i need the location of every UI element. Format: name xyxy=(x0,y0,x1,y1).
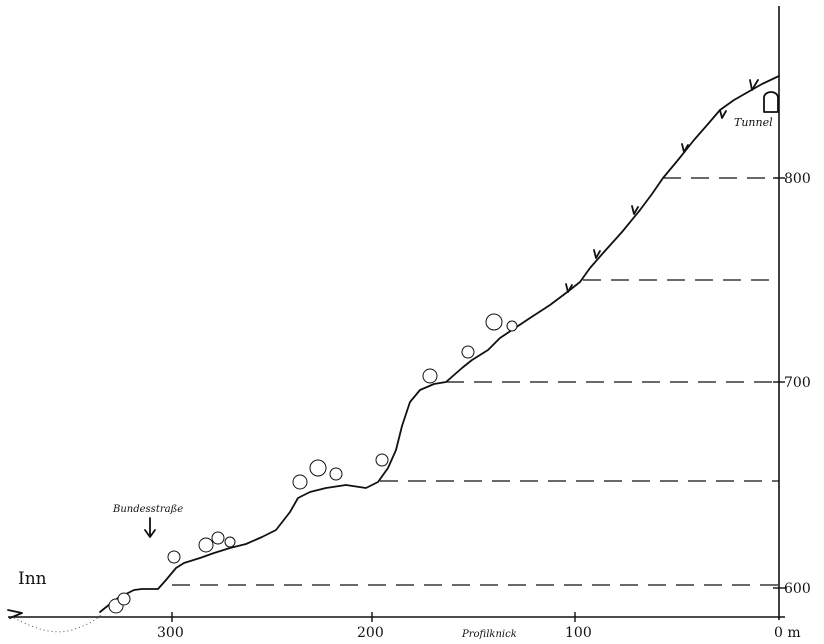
shrub-icon xyxy=(485,313,503,331)
tree-icon xyxy=(681,143,689,153)
shrub-icon xyxy=(461,345,475,359)
distance-tick-label: 200 xyxy=(357,625,384,641)
elevation-tick-label: 700 xyxy=(784,375,811,391)
distance-tick-label: 300 xyxy=(157,625,184,641)
tree-icon xyxy=(565,283,573,293)
tree-icon xyxy=(749,79,759,91)
vegetation-group xyxy=(108,79,759,614)
elevation-tick-label: 800 xyxy=(784,171,811,187)
road-label: Bundesstraße xyxy=(112,504,183,515)
elevation-tick-label: 600 xyxy=(784,581,811,597)
shrub-icon xyxy=(329,467,343,481)
shrub-icon xyxy=(224,536,236,548)
shrub-icon xyxy=(375,453,389,467)
shrub-icon xyxy=(167,550,181,564)
shrub-icon xyxy=(422,368,438,384)
shrub-icon xyxy=(211,531,225,545)
tunnel-label: Tunnel xyxy=(734,116,773,129)
shrub-icon xyxy=(117,592,131,606)
river-bank-mark xyxy=(7,609,23,619)
tree-icon xyxy=(719,109,727,119)
bend-label: Profilknick xyxy=(461,629,517,640)
shrub-icon xyxy=(292,474,308,490)
river-bed xyxy=(13,613,103,633)
tree-icon xyxy=(593,249,601,259)
river-label: Inn xyxy=(18,569,47,589)
shrub-icon xyxy=(198,537,214,553)
road-arrow xyxy=(144,517,156,538)
distance-tick-label: 100 xyxy=(565,625,592,641)
shrub-icon xyxy=(506,320,518,332)
distance-tick-label: 0 m xyxy=(774,625,801,641)
tree-icon xyxy=(631,205,639,215)
terrain-profile xyxy=(99,75,780,613)
shrub-icon xyxy=(309,459,327,477)
tunnel-portal-icon xyxy=(763,91,779,113)
